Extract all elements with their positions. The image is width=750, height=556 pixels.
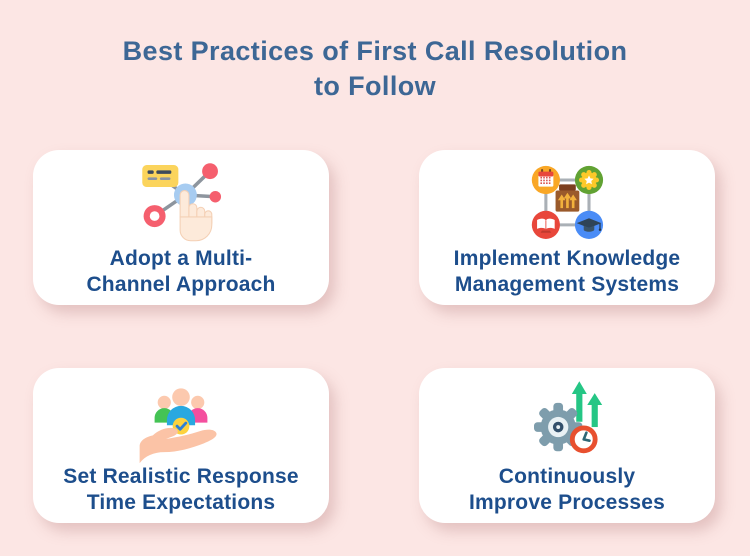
- card-label-line-1: Implement Knowledge: [453, 247, 681, 270]
- page-title-line-1: Best Practices of First Call Resolution: [122, 36, 628, 66]
- card-label-line-1: Adopt a Multi-: [109, 247, 253, 270]
- gear-growth-arrows-clock-icon: [523, 376, 611, 464]
- card-label-line-2: Channel Approach: [86, 273, 276, 297]
- card-label-line-2: Management Systems: [454, 273, 680, 297]
- knowledge-management-systems-icon: [523, 158, 611, 246]
- card-label: Adopt a Multi- Channel Approach: [86, 246, 275, 298]
- card-label-line-2: Improve Processes: [468, 491, 665, 515]
- card-label: Continuously Improve Processes: [469, 464, 665, 516]
- card-label: Implement Knowledge Management Systems: [454, 246, 681, 298]
- card-label-line-1: Set Realistic Response: [63, 465, 299, 488]
- card-label-line-1: Continuously: [498, 465, 636, 488]
- hand-holding-people-check-icon: [137, 376, 225, 464]
- card-continuously-improve-processes: Continuously Improve Processes: [419, 368, 715, 523]
- card-response-time-expectations: Set Realistic Response Time Expectations: [33, 368, 329, 523]
- page-title-line-2: to Follow: [313, 71, 437, 102]
- page-title: Best Practices of First Call Resolution …: [0, 34, 750, 104]
- card-knowledge-management-systems: Implement Knowledge Management Systems: [419, 150, 715, 305]
- card-label-line-2: Time Expectations: [86, 491, 276, 515]
- card-multi-channel-approach: Adopt a Multi- Channel Approach: [33, 150, 329, 305]
- multi-channel-network-hand-icon: [137, 158, 225, 246]
- card-label: Set Realistic Response Time Expectations: [63, 464, 299, 516]
